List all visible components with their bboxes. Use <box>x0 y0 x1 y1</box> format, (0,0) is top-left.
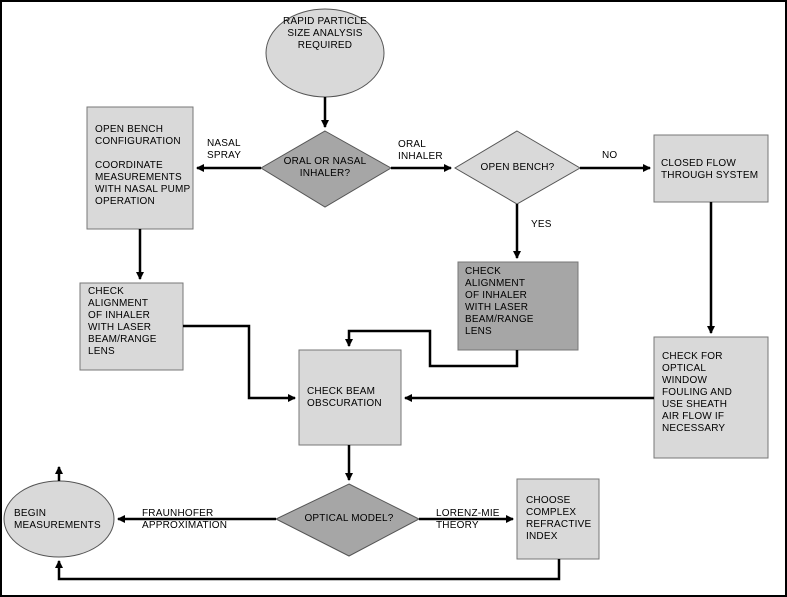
check-alignment-mid-box <box>457 261 579 351</box>
choose-index-box <box>516 478 600 560</box>
check-beam-box <box>298 349 402 446</box>
check-window-box <box>653 336 769 459</box>
check-alignment-left-box <box>79 282 184 371</box>
check-alignment-left-label: CHECK ALIGNMENT OF INHALER WITH LASER BE… <box>88 286 157 357</box>
oral-or-nasal-diamond <box>260 130 393 208</box>
choose-index-label: CHOOSE COMPLEX REFRACTIVE INDEX <box>526 495 592 542</box>
optical-model-diamond <box>274 483 421 557</box>
begin-label: BEGIN MEASUREMENTS <box>14 508 101 531</box>
start-label: RAPID PARTICLE SIZE ANALYSIS REQUIRED <box>282 16 368 51</box>
check-alignment-mid-label: CHECK ALIGNMENT OF INHALER WITH LASER BE… <box>465 266 534 337</box>
check-beam-label: CHECK BEAM OBSCURATION <box>307 386 382 409</box>
open-bench-config-label: OPEN BENCH CONFIGURATION COORDINATE MEAS… <box>95 124 191 207</box>
oral-inhaler-label: ORAL INHALER <box>398 139 443 162</box>
arrow-index-to-begin <box>55 559 561 581</box>
closed-flow-box <box>653 134 769 203</box>
arrow-mid-alignment-to-beam <box>345 329 519 368</box>
nasal-spray-label: NASAL SPRAY <box>207 138 242 161</box>
fraunhofer-label: FRAUNHOFER APPROXIMATION <box>142 508 228 531</box>
arrow-left-alignment-to-beam <box>183 324 296 402</box>
closed-flow-label: CLOSED FLOW THROUGH SYSTEM <box>661 158 759 181</box>
check-window-label: CHECK FOR OPTICAL WINDOW FOULING AND USE… <box>662 351 732 434</box>
no-label: NO <box>602 150 618 161</box>
yes-label: YES <box>531 219 552 230</box>
lorenz-mie-label: LORENZ-MIE THEORY <box>436 508 500 531</box>
optical-model-label: OPTICAL MODEL? <box>304 513 394 524</box>
open-bench-question-label: OPEN BENCH? <box>480 162 555 173</box>
oral-or-nasal-label: ORAL OR NASAL INHALER? <box>283 156 367 179</box>
